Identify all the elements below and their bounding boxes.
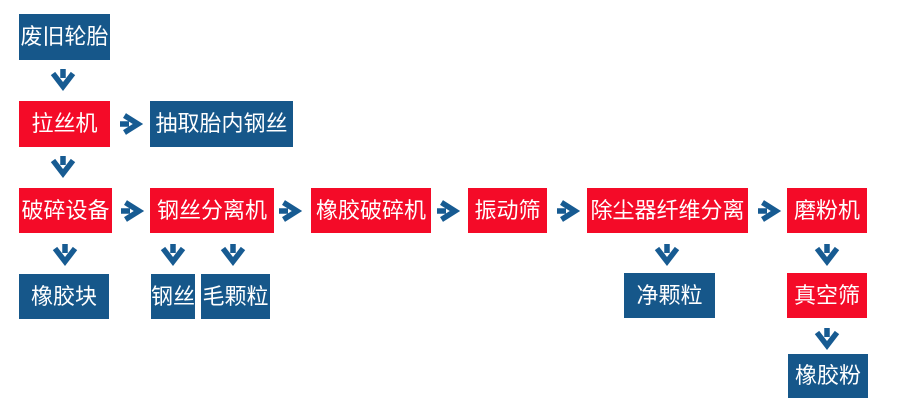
node-waste-tires: 废旧轮胎	[19, 14, 110, 60]
node-extract-tire-steel-wire: 抽取胎内钢丝	[150, 101, 293, 147]
node-grinding-machine: 磨粉机	[787, 188, 867, 233]
arrow-down-icon	[50, 69, 76, 92]
arrow-down-icon	[220, 244, 246, 267]
arrow-down-icon	[814, 244, 840, 267]
node-coarse-granules: 毛颗粒	[201, 274, 270, 319]
node-steel-wire-separator: 钢丝分离机	[150, 188, 274, 233]
arrow-right-icon	[758, 200, 782, 222]
arrow-right-icon	[120, 113, 144, 135]
node-vacuum-screen: 真空筛	[787, 273, 867, 318]
arrow-down-icon	[654, 244, 680, 267]
node-wire-drawing-machine: 拉丝机	[19, 101, 110, 147]
arrow-right-icon	[121, 200, 145, 222]
node-steel-wire: 钢丝	[151, 274, 195, 319]
node-rubber-powder: 橡胶粉	[788, 354, 868, 398]
node-rubber-crusher: 橡胶破碎机	[311, 188, 431, 233]
arrow-right-icon	[279, 200, 303, 222]
arrow-right-icon	[437, 200, 461, 222]
arrow-down-icon	[814, 328, 840, 351]
node-crushing-equipment: 破碎设备	[19, 188, 112, 233]
arrow-down-icon	[160, 244, 186, 267]
arrow-down-icon	[52, 244, 78, 267]
arrow-down-icon	[50, 156, 76, 179]
node-dust-collector-fiber-separation: 除尘器纤维分离	[587, 188, 748, 233]
arrow-right-icon	[557, 200, 581, 222]
node-clean-granules: 净颗粒	[624, 273, 715, 318]
node-vibrating-screen: 振动筛	[468, 188, 547, 233]
node-rubber-blocks: 橡胶块	[19, 274, 109, 319]
